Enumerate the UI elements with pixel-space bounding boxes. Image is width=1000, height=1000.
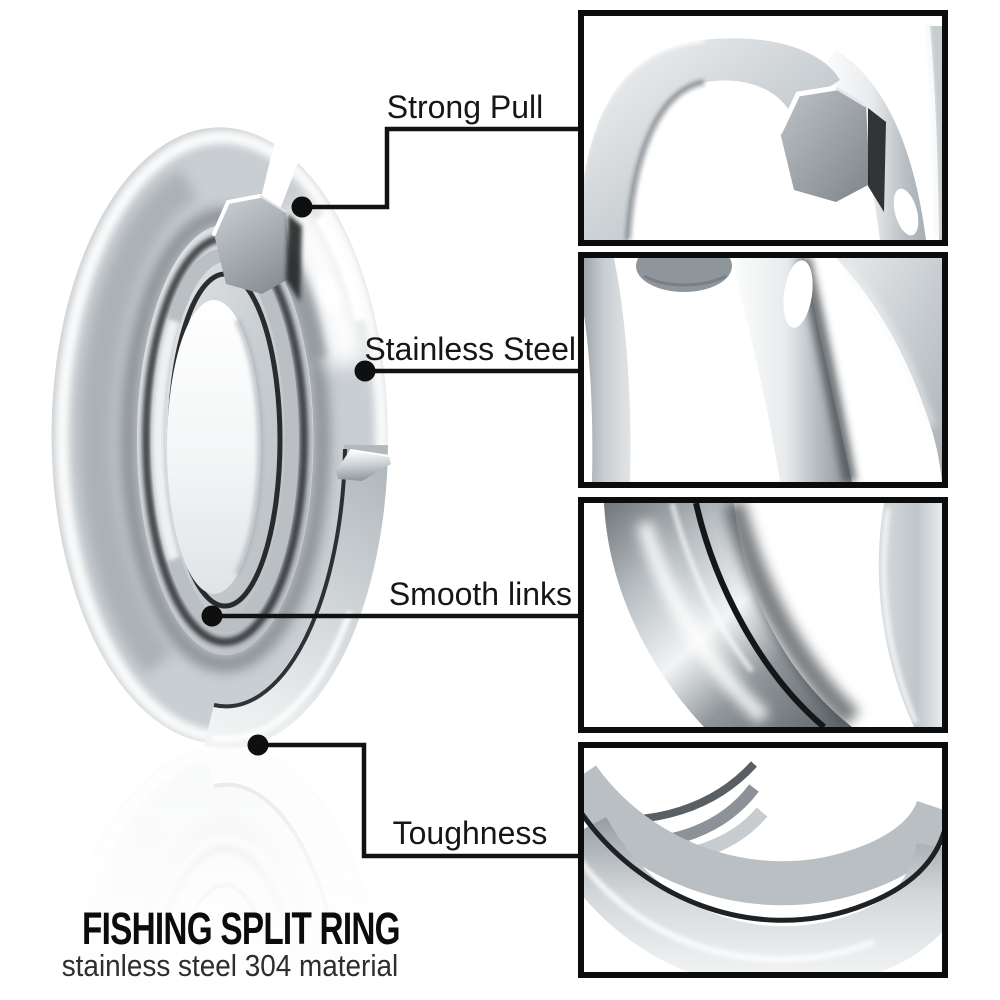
toughness-closeup-photo [584, 761, 942, 972]
callout-label-strong-pull: Strong Pull [386, 89, 544, 125]
callout-label-toughness: Toughness [392, 815, 548, 851]
smooth-links-closeup-photo [604, 503, 942, 727]
detail-panel-strong-pull [578, 10, 948, 246]
callout-label-smooth-links: Smooth links [388, 576, 572, 612]
detail-panel-smooth-links [578, 497, 948, 733]
product-title: FISHING SPLIT RING [82, 903, 401, 954]
detail-panel-stainless-steel [578, 252, 948, 488]
strong-pull-closeup-photo [584, 23, 942, 240]
product-subtitle: stainless steel 304 material [61, 948, 399, 983]
callout-label-stainless-steel: Stainless Steel [364, 331, 576, 367]
detail-panel-toughness [578, 742, 948, 978]
stainless-steel-closeup-photo [584, 258, 942, 482]
split-ring [51, 127, 391, 750]
